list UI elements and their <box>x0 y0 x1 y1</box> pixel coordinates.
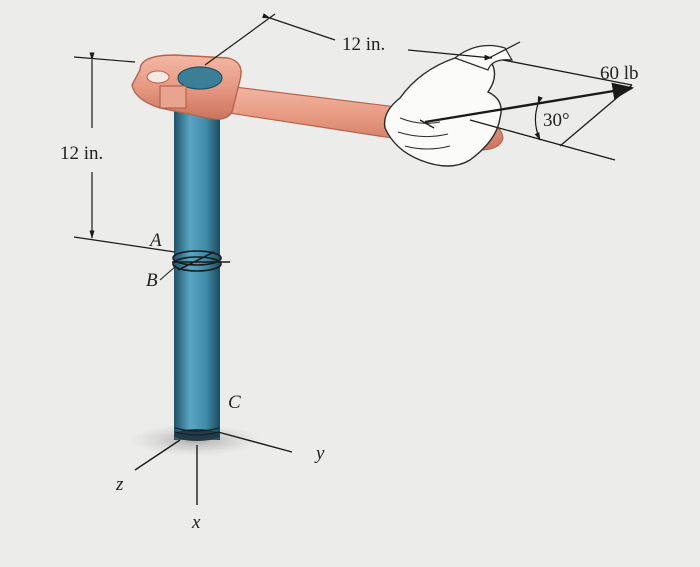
angle-arc <box>534 96 543 141</box>
force-arrow <box>424 82 635 124</box>
hand-sleeve <box>453 45 514 71</box>
axis-x-label: x <box>191 512 201 533</box>
point-b-label: B <box>146 270 158 291</box>
wrench-hole <box>146 70 170 84</box>
axis-y-label: y <box>314 443 325 464</box>
left-dimension <box>73 52 176 253</box>
pipe <box>174 110 220 440</box>
hand-fingers <box>397 117 451 150</box>
top-dimension <box>204 13 521 66</box>
top-dimension-label: 12 in. <box>342 34 385 55</box>
coordinate-axes <box>134 431 293 505</box>
angle-label: 30° <box>543 110 570 131</box>
point-c-label: C <box>228 392 241 413</box>
wrench-jaw-opening <box>177 66 223 90</box>
z-axis-line <box>134 439 181 471</box>
pipe-thread <box>174 427 220 436</box>
force-label: 60 lb <box>600 63 639 84</box>
wrench-jaw-block <box>159 85 187 109</box>
y-axis-line <box>217 431 293 453</box>
left-dimension-label: 12 in. <box>60 143 103 164</box>
point-b-leader <box>159 265 177 281</box>
point-a-label: A <box>148 230 162 251</box>
section-cut-marker <box>172 250 230 272</box>
axis-z-label: z <box>115 474 124 495</box>
